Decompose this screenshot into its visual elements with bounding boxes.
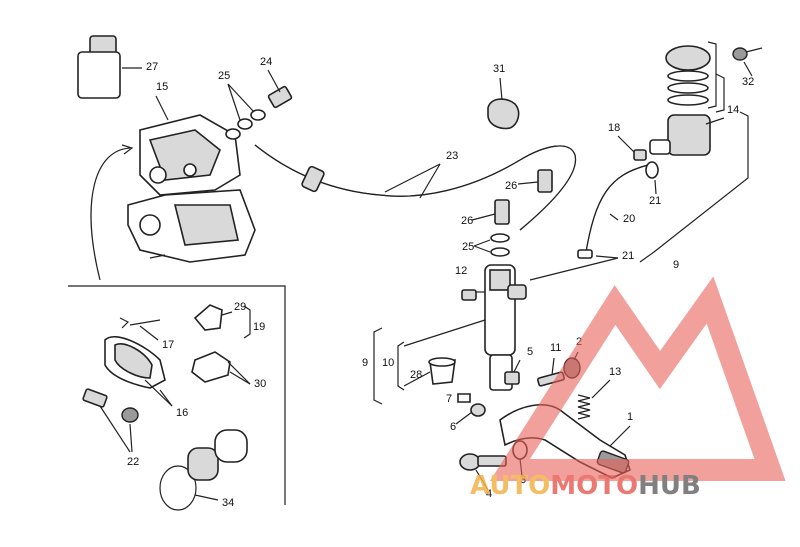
brake-hose [254, 144, 577, 231]
callout-label-1: 1 [627, 411, 633, 423]
callout-label-32: 32 [742, 76, 754, 88]
callout-label-7: 7 [446, 393, 452, 405]
callout-label-11: 11 [550, 342, 561, 354]
callout-label-4: 4 [486, 488, 492, 500]
automotohub-watermark: AUTOMOTOHUB [470, 276, 786, 501]
callout-label-26: 26 [461, 215, 473, 227]
nut-6 [455, 403, 486, 425]
circlip-7 [457, 393, 471, 403]
callout-label-10: 10 [382, 357, 394, 369]
callout-label-22: 22 [127, 456, 139, 468]
bolt-5 [504, 359, 521, 385]
washers-lower [473, 233, 510, 257]
callout-label-25: 25 [218, 70, 230, 82]
callout-label-14: 14 [727, 104, 739, 116]
callout-label-13: 13 [609, 366, 621, 378]
bleed-screw-22 [82, 388, 139, 453]
spring-clip-29 [193, 304, 251, 339]
caliper-bracket [127, 189, 256, 263]
callout-label-26: 26 [505, 180, 517, 192]
callout-label-30: 30 [254, 378, 266, 390]
brake-fluid-bottle [77, 35, 142, 99]
pad-spring-30 [191, 351, 251, 385]
callout-label-24: 24 [260, 56, 272, 68]
callout-label-15: 15 [156, 81, 168, 93]
callout-label-34: 34 [222, 497, 234, 509]
callout-label-25: 25 [462, 241, 474, 253]
hose-clamp-21 [645, 161, 659, 195]
callout-label-31: 31 [493, 63, 505, 75]
callout-label-29: 29 [234, 301, 246, 313]
fluid-reservoir [649, 41, 725, 156]
hose-clip [487, 77, 520, 130]
callout-labels: 2715252431232626251221202118143292919173… [127, 56, 754, 509]
callout-label-18: 18 [608, 122, 620, 134]
banjo-bolt-26a [517, 169, 553, 193]
banjo-bolt-upper [225, 69, 293, 140]
watermark-auto: AUTO [470, 471, 550, 501]
banjo-bolt-26b [471, 199, 510, 225]
watermark-hub: HUB [638, 471, 701, 501]
pin-17 [119, 317, 161, 341]
callout-label-16: 16 [176, 407, 188, 419]
callout-label-28: 28 [410, 369, 422, 381]
watermark-moto: MOTO [550, 471, 638, 501]
callout-label-21: 21 [622, 250, 634, 262]
grommet-32 [732, 47, 763, 77]
callout-label-9: 9 [362, 357, 368, 369]
callout-label-6: 6 [450, 421, 456, 433]
callout-label-21: 21 [649, 195, 661, 207]
return-spring [577, 379, 611, 420]
watermark-text: AUTOMOTOHUB [470, 471, 701, 501]
rubber-boot [428, 357, 456, 385]
callout-label-27: 27 [146, 61, 158, 73]
callout-label-9: 9 [673, 259, 679, 271]
brake-pads [104, 335, 173, 407]
callout-label-20: 20 [623, 213, 635, 225]
callout-label-17: 17 [162, 339, 174, 351]
callout-label-5: 5 [527, 346, 533, 358]
callout-label-12: 12 [455, 265, 467, 277]
watermark-triangle-logo [489, 276, 786, 481]
piston-seal-34 [159, 429, 248, 511]
brake-caliper [139, 95, 241, 196]
callout-label-19: 19 [253, 321, 265, 333]
reservoir-hose [577, 164, 649, 259]
screw-18 [617, 135, 647, 161]
callout-label-23: 23 [446, 150, 458, 162]
